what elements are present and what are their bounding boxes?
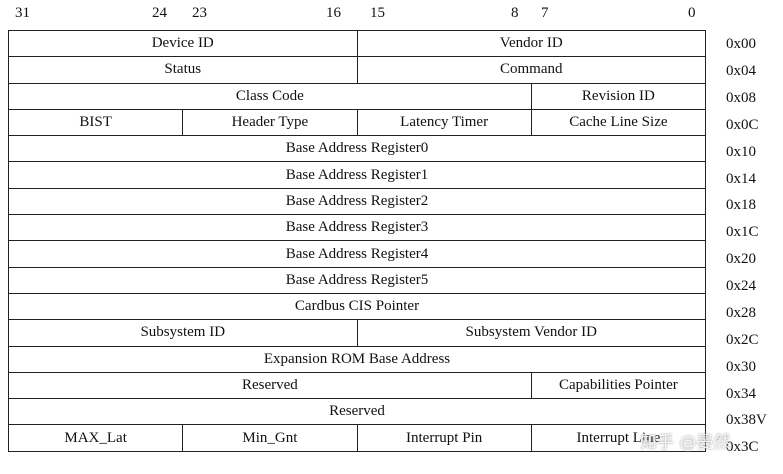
- subsystem-id-field: Subsystem ID: [9, 320, 358, 347]
- offset-label: 0x1C: [726, 224, 759, 240]
- register-row-10: Base Address Register0: [9, 136, 706, 163]
- status-field: Status: [9, 57, 358, 84]
- register-row-00: Device ID Vendor ID: [9, 31, 706, 58]
- offset-label: 0x3C: [726, 439, 759, 455]
- bit-label-8: 8: [511, 5, 519, 21]
- header-type-field: Header Type: [183, 109, 358, 137]
- offset-label: 0x18: [726, 197, 756, 213]
- bit-label-15: 15: [370, 5, 385, 21]
- register-row-1c: Base Address Register3: [9, 215, 706, 242]
- offset-label: 0x20: [726, 251, 756, 267]
- min-gnt-field: Min_Gnt: [183, 425, 358, 452]
- bist-field: BIST: [9, 109, 184, 137]
- offset-label: 0x14: [726, 171, 756, 187]
- offset-label: 0x10: [726, 144, 756, 160]
- pci-config-header-table: Device ID Vendor ID Status Command Class…: [8, 30, 706, 452]
- register-row-18: Base Address Register2: [9, 188, 706, 216]
- register-row-30: Expansion ROM Base Address: [9, 346, 706, 373]
- bit-label-31: 31: [15, 5, 30, 21]
- vendor-id-field: Vendor ID: [357, 31, 706, 58]
- interrupt-pin-field: Interrupt Pin: [357, 425, 532, 452]
- cardbus-cis-pointer-field: Cardbus CIS Pointer: [9, 293, 706, 321]
- bar3-field: Base Address Register3: [9, 215, 706, 242]
- bar1-field: Base Address Register1: [9, 162, 706, 189]
- offset-label: 0x08: [726, 90, 756, 106]
- bit-label-0: 0: [688, 5, 696, 21]
- reserved-field: Reserved: [9, 399, 706, 426]
- register-row-0c: BIST Header Type Latency Timer Cache Lin…: [9, 109, 706, 137]
- bit-label-24: 24: [152, 5, 167, 21]
- register-row-38: Reserved: [9, 399, 706, 426]
- register-row-14: Base Address Register1: [9, 162, 706, 189]
- offset-label: 0x34: [726, 386, 756, 402]
- offset-label: 0x28: [726, 305, 756, 321]
- cache-line-size-field: Cache Line Size: [531, 109, 706, 137]
- max-lat-field: MAX_Lat: [9, 425, 184, 452]
- bar2-field: Base Address Register2: [9, 188, 706, 216]
- offset-label: 0x2C: [726, 332, 759, 348]
- register-row-08: Class Code Revision ID: [9, 83, 706, 110]
- offset-label: 0x0C: [726, 117, 759, 133]
- revision-id-field: Revision ID: [531, 83, 706, 110]
- bit-label-23: 23: [192, 5, 207, 21]
- bar4-field: Base Address Register4: [9, 241, 706, 268]
- register-row-24: Base Address Register5: [9, 267, 706, 294]
- reserved-field: Reserved: [9, 372, 532, 400]
- bar0-field: Base Address Register0: [9, 136, 706, 163]
- register-row-28: Cardbus CIS Pointer: [9, 293, 706, 321]
- device-id-field: Device ID: [9, 31, 358, 58]
- bar5-field: Base Address Register5: [9, 267, 706, 294]
- register-row-3c: MAX_Lat Min_Gnt Interrupt Pin Interrupt …: [9, 425, 706, 452]
- register-row-34: Reserved Capabilities Pointer: [9, 372, 706, 400]
- offset-label: 0x38V: [726, 412, 767, 428]
- capabilities-pointer-field: Capabilities Pointer: [531, 372, 706, 400]
- class-code-field: Class Code: [9, 83, 532, 110]
- offset-label: 0x24: [726, 278, 756, 294]
- subsystem-vendor-id-field: Subsystem Vendor ID: [357, 320, 706, 347]
- bit-label-7: 7: [541, 5, 549, 21]
- register-row-2c: Subsystem ID Subsystem Vendor ID: [9, 320, 706, 347]
- latency-timer-field: Latency Timer: [357, 109, 532, 137]
- command-field: Command: [357, 57, 706, 84]
- offset-label: 0x04: [726, 63, 756, 79]
- register-row-20: Base Address Register4: [9, 241, 706, 268]
- offset-label: 0x30: [726, 359, 756, 375]
- register-row-04: Status Command: [9, 57, 706, 84]
- offset-label: 0x00: [726, 36, 756, 52]
- interrupt-line-field: Interrupt Line: [531, 425, 706, 452]
- expansion-rom-base-address-field: Expansion ROM Base Address: [9, 346, 706, 373]
- bit-label-16: 16: [326, 5, 341, 21]
